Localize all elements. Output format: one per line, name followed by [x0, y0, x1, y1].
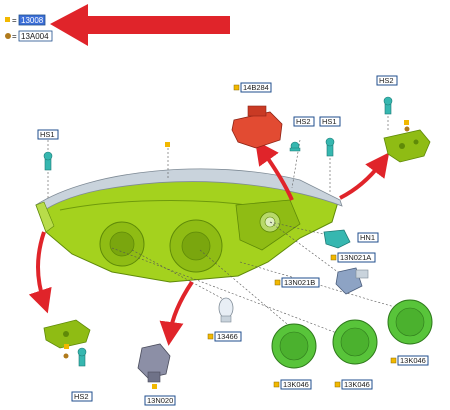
reference-markers: [63, 120, 410, 389]
screw-hs1-mid[interactable]: [325, 137, 335, 157]
screw-hs2-top[interactable]: [383, 96, 393, 115]
svg-text:13K046: 13K046: [344, 380, 370, 389]
bulb-socket-13N021A[interactable]: [335, 267, 369, 295]
svg-text:13N021B: 13N021B: [284, 278, 315, 287]
svg-text:13466: 13466: [217, 332, 238, 341]
bulb-13466[interactable]: [218, 297, 234, 323]
screw-hs1-left[interactable]: [43, 151, 53, 171]
clip-hn1[interactable]: [323, 229, 351, 249]
svg-text:HS1: HS1: [40, 130, 55, 139]
dust-cap-a[interactable]: [271, 323, 317, 369]
label-13n020[interactable]: 13N020: [144, 395, 176, 406]
legend-code-13A004: 13A004: [21, 32, 49, 41]
label-14b284[interactable]: 14B284: [233, 82, 272, 93]
pointer-arrow: [50, 4, 230, 46]
svg-text:HS2: HS2: [379, 76, 394, 85]
label-hs2-top[interactable]: HS2: [376, 75, 398, 86]
label-13k046-b[interactable]: 13K046: [334, 379, 373, 390]
repair-bracket-right[interactable]: [383, 129, 431, 163]
dust-cap-right[interactable]: [387, 299, 433, 345]
legend-marker-13A004: [5, 33, 11, 39]
label-hs1-mid[interactable]: HS1: [319, 116, 341, 127]
svg-text:=: =: [12, 32, 17, 41]
svg-text:13N020: 13N020: [147, 396, 173, 405]
svg-text:13N021A: 13N021A: [340, 253, 371, 262]
svg-text:HS2: HS2: [74, 392, 89, 401]
label-hs2-bottom[interactable]: HS2: [71, 391, 93, 402]
svg-text:=: =: [12, 16, 17, 25]
direction-arrows: [28, 140, 390, 346]
legend-code-13008: 13008: [21, 16, 44, 25]
svg-text:13K046: 13K046: [400, 356, 426, 365]
svg-text:HS1: HS1: [322, 117, 337, 126]
label-13466[interactable]: 13466: [207, 331, 242, 342]
legend-marker-13008: [5, 17, 10, 22]
connector-13N020[interactable]: [137, 343, 171, 383]
label-hn1[interactable]: HN1: [357, 232, 379, 243]
repair-bracket-left[interactable]: [43, 319, 91, 349]
dust-cap-b[interactable]: [332, 319, 378, 365]
svg-text:14B284: 14B284: [243, 83, 269, 92]
legend: = 13008 = 13A004: [5, 14, 53, 42]
legend-item-13008[interactable]: = 13008: [5, 14, 46, 26]
label-13k046-right[interactable]: 13K046: [390, 355, 429, 366]
headlamp-housing[interactable]: [35, 168, 343, 283]
label-hs2-mid[interactable]: HS2: [293, 116, 315, 127]
screw-hs2-mid[interactable]: [289, 141, 301, 152]
label-hs1-left[interactable]: HS1: [37, 129, 59, 140]
svg-text:13K046: 13K046: [283, 380, 309, 389]
screw-hs2-bottom[interactable]: [77, 347, 87, 367]
legend-item-13A004[interactable]: = 13A004: [5, 30, 53, 42]
svg-text:HN1: HN1: [360, 233, 375, 242]
label-13n021a[interactable]: 13N021A: [330, 252, 376, 263]
label-13k046-a[interactable]: 13K046: [273, 379, 312, 390]
svg-text:HS2: HS2: [296, 117, 311, 126]
label-13n021b[interactable]: 13N021B: [274, 277, 320, 288]
leveling-motor[interactable]: [231, 105, 283, 149]
